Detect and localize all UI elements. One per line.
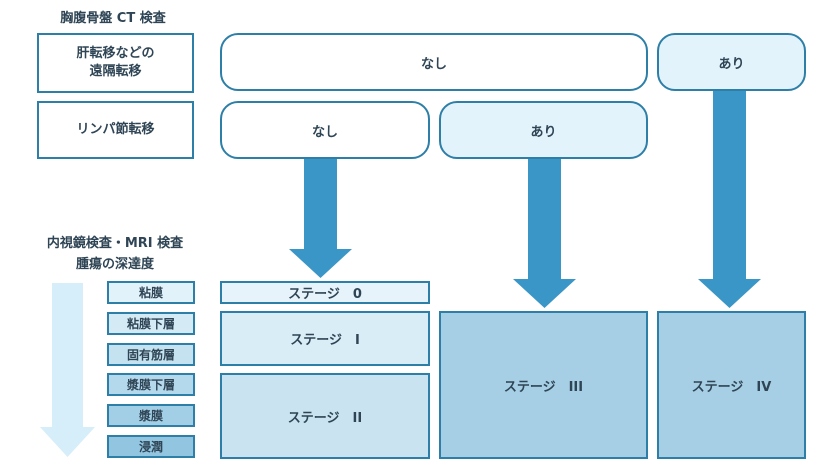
depth-level-mucosa: 粘膜 bbox=[107, 281, 195, 304]
distant-none-pill: なし bbox=[220, 33, 648, 91]
depth-arrow bbox=[40, 283, 95, 457]
ct-heading: 胸腹骨盤 CT 検査 bbox=[60, 11, 166, 26]
stage-2-box: ステージ II bbox=[220, 373, 430, 459]
depth-level-muscularis: 固有筋層 bbox=[107, 343, 195, 366]
arrow-to-stage0 bbox=[289, 159, 352, 278]
row-label-distant-line2: 遠隔転移 bbox=[89, 64, 142, 79]
depth-level-invasion: 浸潤 bbox=[107, 435, 195, 458]
arrow-to-stage4 bbox=[698, 91, 761, 308]
stage-0-box: ステージ 0 bbox=[220, 281, 430, 304]
row-label-lymph-metastasis: リンパ節転移 bbox=[37, 101, 194, 159]
lymph-present-pill: あり bbox=[439, 101, 648, 159]
endoscopy-heading-line1: 内視鏡検査・MRI 検査 bbox=[46, 236, 184, 251]
stage-1-box: ステージ I bbox=[220, 311, 430, 366]
endoscopy-heading-line2: 腫瘍の深達度 bbox=[75, 257, 154, 272]
stage-4-box: ステージ IV bbox=[657, 311, 806, 459]
endoscopy-heading: 内視鏡検査・MRI 検査 腫瘍の深達度 bbox=[30, 235, 200, 274]
lymph-none-pill: なし bbox=[220, 101, 430, 159]
row-label-distant-line1: 肝転移などの bbox=[76, 46, 155, 61]
depth-level-submucosa: 粘膜下層 bbox=[107, 312, 195, 335]
distant-present-pill: あり bbox=[657, 33, 806, 91]
stage-3-box: ステージ III bbox=[439, 311, 648, 459]
row-label-distant-metastasis: 肝転移などの 遠隔転移 bbox=[37, 33, 194, 93]
depth-level-subserosa: 漿膜下層 bbox=[107, 373, 195, 396]
arrow-to-stage3 bbox=[513, 159, 576, 308]
depth-level-serosa: 漿膜 bbox=[107, 404, 195, 427]
